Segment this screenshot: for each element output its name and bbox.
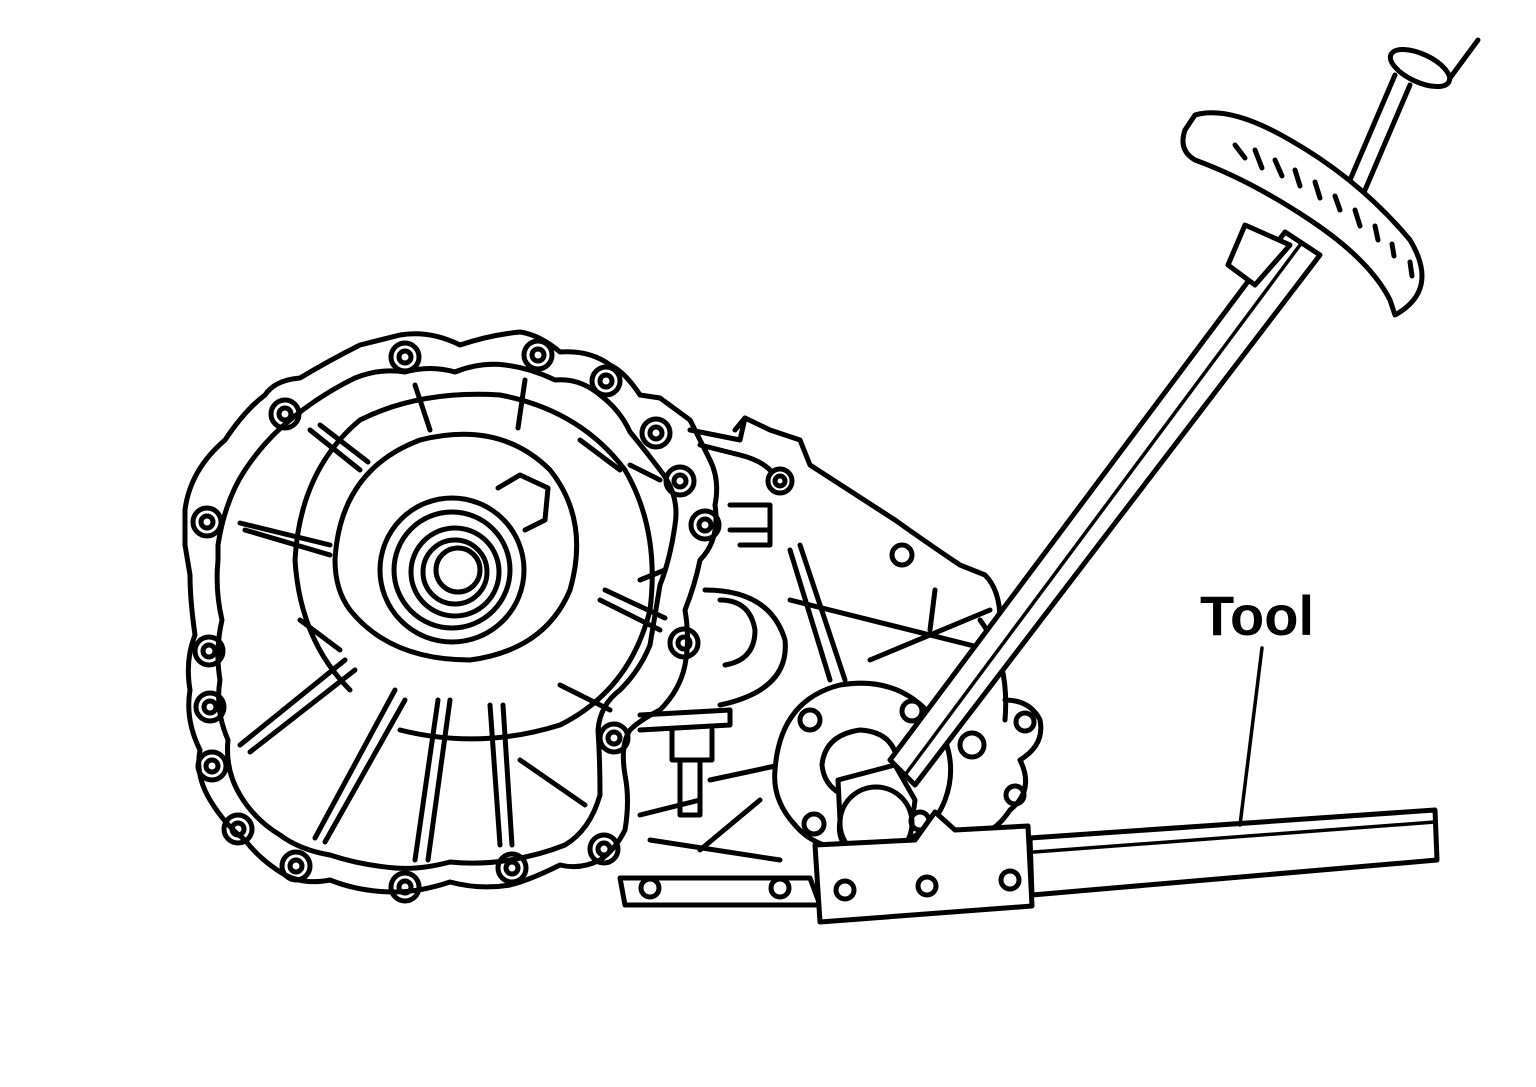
rear-housing	[617, 415, 1044, 908]
tool-label: Tool	[1200, 584, 1314, 647]
transfer-case-housing	[182, 329, 722, 904]
leader-line	[1238, 646, 1264, 827]
torque-wrench	[887, 37, 1481, 788]
flange-bolt-holes	[190, 338, 722, 904]
holding-tool	[812, 807, 1440, 925]
housing-ribs	[237, 377, 668, 863]
bearing-bore	[292, 391, 655, 742]
tool-callout: Tool	[1200, 584, 1314, 827]
